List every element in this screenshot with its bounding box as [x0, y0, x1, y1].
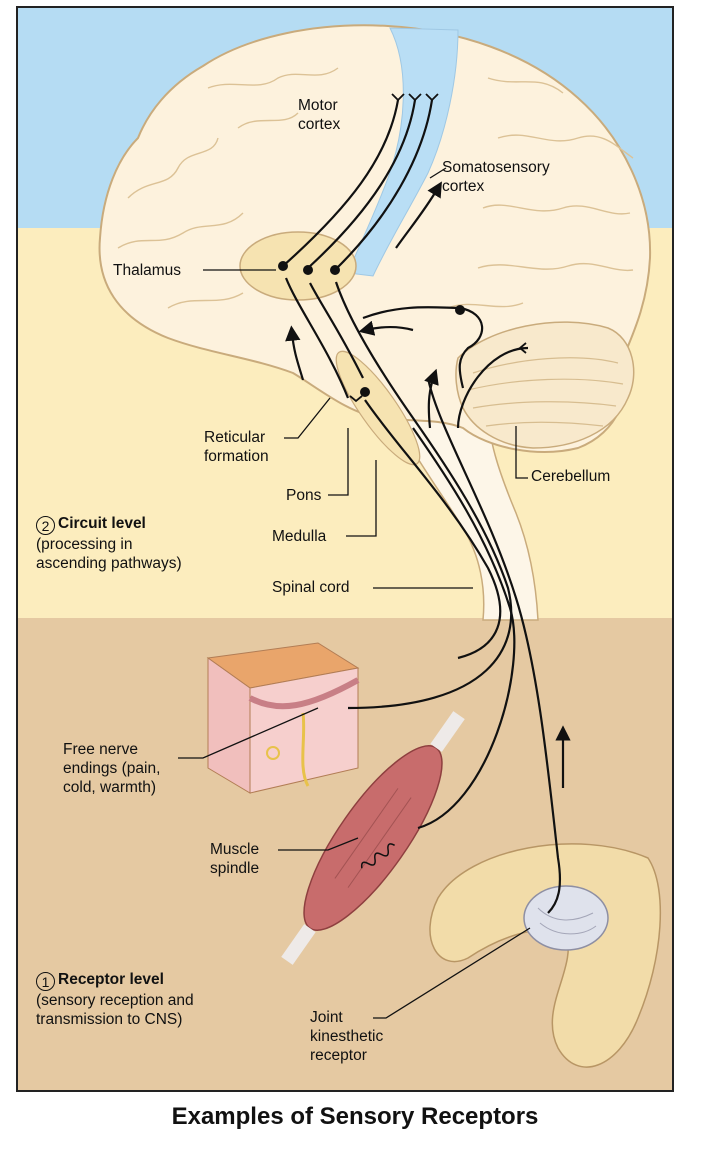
label-reticular-formation: Reticular formation [204, 429, 269, 465]
arrow-reticular-left [358, 320, 414, 336]
receptor-level-number: 1 [36, 972, 55, 991]
cerebellum [455, 321, 635, 449]
label-pons: Pons [286, 487, 322, 504]
relay-neuron-reticular [360, 387, 370, 397]
motor-pathway-neurons [282, 99, 434, 271]
relay-neuron-upper [455, 305, 465, 315]
sensory-pathway-figure: Motor cortex Somatosensory cortex Thalam… [16, 6, 674, 1092]
cerebellum-folds [467, 357, 624, 427]
thalamic-neuron-3 [330, 265, 340, 275]
motor-cortex-terminals [391, 93, 439, 102]
muscle-spindle-coil [360, 843, 395, 869]
brain-gyri [117, 67, 634, 309]
arrow-cerebellum-up [424, 368, 439, 429]
thalamic-neuron-2 [303, 265, 313, 275]
receptor-level-description: (sensory reception and transmission to C… [36, 992, 194, 1028]
label-muscle-spindle: Muscle spindle [210, 841, 260, 877]
flow-arrows [285, 181, 571, 789]
label-spinal-cord: Spinal cord [272, 579, 350, 596]
label-leaders [178, 167, 531, 1019]
diagram-artwork [18, 8, 672, 1090]
reticular-formation [335, 350, 421, 466]
arrow-thalamus-up [285, 325, 305, 381]
label-somatosensory-cortex: Somatosensory cortex [442, 159, 550, 195]
label-free-nerve-endings: Free nerve endings (pain, cold, warmth) [63, 741, 161, 796]
arrow-somatosensory [395, 181, 442, 249]
ascending-pathways [284, 277, 562, 914]
circuit-level-description: (processing in ascending pathways) [36, 536, 182, 572]
label-motor-cortex: Motor cortex [298, 97, 341, 133]
figure-caption: Examples of Sensory Receptors [171, 1103, 539, 1130]
label-cerebellum: Cerebellum [531, 468, 611, 485]
skin-block [206, 642, 360, 794]
label-joint-receptor: Joint kinesthetic receptor [310, 1009, 384, 1064]
thalamic-neuron-1 [278, 261, 288, 271]
motor-cortex-strip [347, 27, 459, 277]
receptor-level-title: Receptor level [58, 971, 164, 988]
hip-joint [429, 843, 662, 1068]
muscle [281, 711, 465, 965]
circuit-level-title: Circuit level [58, 515, 146, 532]
label-medulla: Medulla [272, 528, 327, 545]
label-thalamus: Thalamus [113, 262, 182, 279]
circuit-level-number: 2 [36, 516, 55, 535]
synapse-terminals [349, 342, 527, 403]
